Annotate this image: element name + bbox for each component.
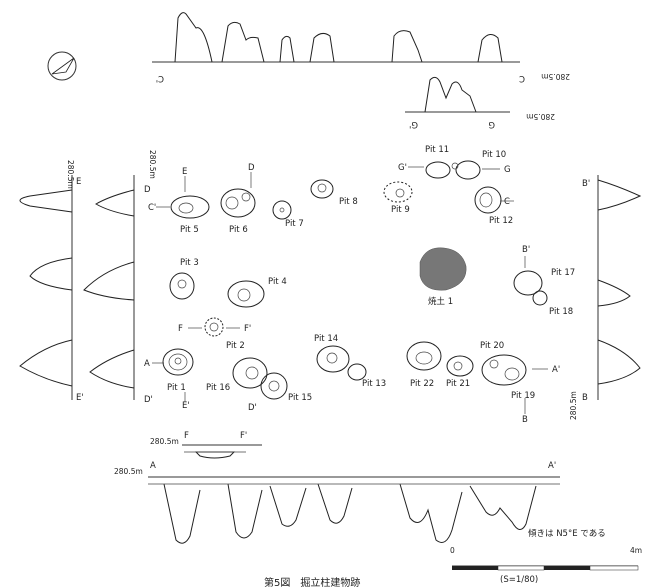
pit-label-20: Pit 20 bbox=[480, 341, 504, 351]
pit-label-1: Pit 1 bbox=[167, 383, 186, 393]
section-f-profile: 280.5m F F' bbox=[150, 431, 262, 459]
section-a-label: A bbox=[150, 461, 156, 471]
pit-label-22: Pit 22 bbox=[410, 379, 434, 389]
marker-a-prime: A' bbox=[552, 365, 560, 375]
section-c-label: C bbox=[519, 73, 525, 83]
section-g-label: G bbox=[488, 119, 495, 129]
section-markers: C' C E E' D D' A A' B' B F F' G' G bbox=[144, 163, 560, 425]
section-a-profile: 280.5m A A' bbox=[114, 461, 560, 544]
section-f-prime-label: F' bbox=[240, 431, 247, 441]
section-c-prime-label: C' bbox=[156, 73, 164, 83]
section-d-label: D bbox=[144, 185, 151, 195]
section-b-label: B bbox=[582, 393, 588, 403]
pit-label-11: Pit 11 bbox=[425, 145, 449, 155]
north-arrow-icon bbox=[47, 51, 77, 81]
burnt-soil-feature bbox=[419, 247, 467, 291]
pit-label-14: Pit 14 bbox=[314, 334, 338, 344]
pit-label-13: Pit 13 bbox=[362, 379, 386, 389]
pit-label-5: Pit 5 bbox=[180, 225, 199, 235]
marker-g: G bbox=[504, 165, 511, 175]
pit-label-19: Pit 19 bbox=[511, 391, 535, 401]
burnt-soil-label: 焼土 1 bbox=[428, 296, 453, 307]
pit-label-4: Pit 4 bbox=[268, 277, 287, 287]
pit-label-3: Pit 3 bbox=[180, 258, 199, 268]
section-f-label: F bbox=[184, 431, 189, 441]
orientation-note: 傾きは N5°E である bbox=[528, 528, 606, 539]
pit-label-6: Pit 6 bbox=[229, 225, 248, 235]
pit-label-15: Pit 15 bbox=[288, 393, 312, 403]
section-c-profile: C' C 280.5m bbox=[152, 12, 570, 83]
section-e-label: E bbox=[76, 177, 81, 187]
section-d-prime-label: D' bbox=[144, 395, 153, 405]
marker-f-prime: F' bbox=[244, 324, 251, 334]
section-e-profile: 280.5m E E' bbox=[19, 160, 84, 403]
scale-label: (S=1/80) bbox=[500, 575, 538, 585]
pit-label-21: Pit 21 bbox=[446, 379, 470, 389]
section-d-profile: 280.5m D D' bbox=[83, 150, 157, 405]
section-d-level: 280.5m bbox=[148, 150, 157, 179]
marker-e-prime: E' bbox=[182, 401, 190, 411]
marker-a: A bbox=[144, 359, 150, 369]
pit-label-8: Pit 8 bbox=[339, 197, 358, 207]
marker-b: B bbox=[522, 415, 528, 425]
pits-plan bbox=[162, 160, 548, 400]
pit-label-18: Pit 18 bbox=[549, 307, 573, 317]
pit-label-12: Pit 12 bbox=[489, 216, 513, 226]
pit-label-16: Pit 16 bbox=[206, 383, 230, 393]
pit-label-9: Pit 9 bbox=[391, 205, 410, 215]
section-c-level: 280.5m bbox=[541, 72, 570, 81]
section-e-prime-label: E' bbox=[76, 393, 84, 403]
marker-c-prime: C' bbox=[148, 203, 156, 213]
marker-c: C bbox=[504, 197, 510, 207]
figure-caption: 第5図 掘立柱建物跡 bbox=[264, 576, 360, 587]
section-a-prime-label: A' bbox=[548, 461, 556, 471]
section-a-level: 280.5m bbox=[114, 467, 143, 476]
section-g-prime-label: G' bbox=[409, 119, 418, 129]
marker-f: F bbox=[178, 324, 183, 334]
marker-d: D bbox=[248, 163, 255, 173]
pit-label-7: Pit 7 bbox=[285, 219, 304, 229]
marker-e: E bbox=[182, 167, 187, 177]
section-b-prime-label: B' bbox=[582, 179, 590, 189]
pit-label-2: Pit 2 bbox=[226, 341, 245, 351]
section-b-profile: B' B 280.5m bbox=[569, 175, 642, 420]
scale-start: 0 bbox=[450, 546, 455, 555]
scale-end: 4m bbox=[630, 546, 642, 555]
section-f-level: 280.5m bbox=[150, 437, 179, 446]
marker-d-prime: D' bbox=[248, 403, 257, 413]
marker-b-prime: B' bbox=[522, 245, 530, 255]
section-g-level: 280.5m bbox=[526, 112, 555, 121]
pit-label-10: Pit 10 bbox=[482, 150, 506, 160]
section-b-level: 280.5m bbox=[569, 391, 578, 420]
section-e-level: 280.5m bbox=[66, 160, 75, 189]
section-g-profile: G' G 280.5m bbox=[405, 76, 555, 129]
pit-label-17: Pit 17 bbox=[551, 268, 575, 278]
marker-g-prime: G' bbox=[398, 163, 407, 173]
scale-bar: 0 4m (S=1/80) bbox=[450, 546, 642, 585]
